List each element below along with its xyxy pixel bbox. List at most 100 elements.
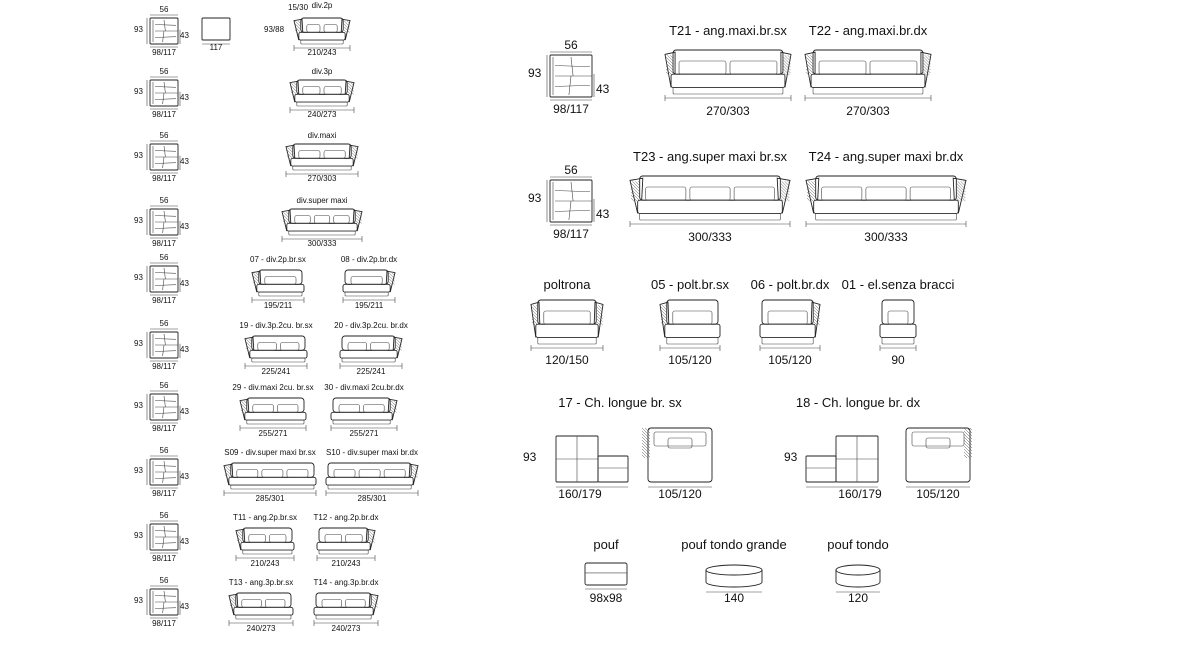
corner-row2-item-1 (629, 175, 791, 227)
height-pair: 93/88 (264, 25, 285, 34)
dimension-depth: 56 (159, 196, 169, 205)
module-title: T13 - ang.3p.br.sx (228, 578, 294, 587)
module-title: div.super maxi (296, 196, 348, 205)
module-width: 240/273 (246, 624, 276, 633)
module-title: 18 - Ch. longue br. dx (795, 395, 921, 410)
armchair-4 (879, 299, 917, 351)
dimension-depth: 56 (159, 511, 169, 520)
dimension-height: 93 (134, 25, 143, 34)
module-width: 300/333 (307, 239, 337, 248)
pouf-title: pouf tondo grande (681, 537, 787, 552)
corner-row1-item-2 (804, 49, 932, 101)
module-width: 240/273 (307, 110, 337, 119)
dimension-seat: 43 (180, 93, 189, 102)
dimension-depth-range: 98/117 (152, 424, 176, 433)
armchair-2 (659, 299, 721, 351)
module-title: 05 - polt.br.sx (650, 277, 730, 292)
dimension-seat: 43 (180, 407, 189, 416)
pouf-square (584, 562, 628, 590)
dimension-depth-range: 98/117 (152, 239, 176, 248)
dimension-depth-range: 98/117 (152, 174, 176, 183)
arm-dimension: 15/30 (288, 3, 309, 12)
pouf-round-large (705, 564, 763, 593)
pouf-round (835, 564, 881, 593)
dimension-depth: 56 (159, 5, 169, 14)
left-row-9 (146, 520, 376, 561)
module-width: 300/333 (688, 230, 732, 244)
module-width: 210/243 (331, 559, 361, 568)
module-width: 270/303 (706, 104, 750, 118)
module-width: 270/303 (307, 174, 337, 183)
module-title: 08 - div.2p.br.dx (340, 255, 398, 264)
module-title: T22 - ang.maxi.br.dx (808, 23, 928, 38)
module-title: 01 - el.senza bracci (841, 277, 955, 292)
dimension-height: 93 (134, 466, 143, 475)
left-row-1 (146, 14, 351, 51)
left-first-row-extras (201, 17, 231, 45)
dimension-seat: 43 (180, 345, 189, 354)
module-title: 19 - div.3p.2cu. br.sx (239, 321, 313, 330)
dimension-height: 93 (134, 273, 143, 282)
dimension-seat: 43 (596, 207, 610, 221)
dimension-depth-range: 98/117 (152, 554, 176, 563)
dimension-seat: 43 (180, 279, 189, 288)
module-title: T12 - ang.2p.br.dx (313, 513, 379, 522)
module-title: T23 - ang.super maxi br.sx (633, 149, 787, 164)
armchair-1 (530, 299, 604, 351)
chaise-longue-1 (555, 427, 713, 488)
dimension-depth-range: 98/117 (553, 102, 589, 116)
module-width: 120/150 (545, 353, 589, 367)
module-width: 270/303 (846, 104, 890, 118)
module-width: 285/301 (255, 494, 285, 503)
side-width: 160/179 (558, 487, 602, 501)
dimension-height: 93 (528, 66, 542, 80)
module-width: 285/301 (357, 494, 387, 503)
dimension-seat: 43 (180, 157, 189, 166)
left-row-3 (146, 140, 359, 177)
module-title: T11 - ang.2p.br.sx (233, 513, 297, 522)
module-width: 105/120 (668, 353, 712, 367)
left-row-6 (146, 328, 403, 369)
module-title: T24 - ang.super maxi br.dx (808, 149, 964, 164)
left-row-5 (146, 262, 396, 303)
side-width: 160/179 (838, 487, 882, 501)
dimension-seat: 43 (180, 222, 189, 231)
module-width: 240/273 (331, 624, 361, 633)
module-title: div.2p (311, 1, 333, 10)
dimension-depth: 56 (159, 381, 169, 390)
right-side-view-1 (546, 51, 595, 101)
left-row-8 (146, 455, 419, 496)
module-width: 90 (891, 353, 905, 367)
module-width: 105/120 (768, 353, 812, 367)
module-title: S09 - div.super maxi br.sx (224, 448, 316, 457)
module-title: 29 - div.maxi 2cu. br.sx (232, 383, 314, 392)
module-width: 255/271 (349, 429, 379, 438)
dimension-height: 93 (134, 151, 143, 160)
pouf-size: 98x98 (589, 591, 623, 605)
armchair-3 (759, 299, 821, 351)
corner-row1-item-1 (664, 49, 792, 101)
dimension-height: 93 (134, 87, 143, 96)
left-row-10 (146, 585, 379, 626)
dimension-height: 93 (134, 339, 143, 348)
dimension-depth-range: 98/117 (152, 619, 176, 628)
left-row-4 (146, 205, 363, 242)
module-title: poltrona (543, 277, 591, 292)
left-row-7 (146, 390, 398, 431)
dimension-seat: 43 (180, 31, 189, 40)
corner-row2-item-2 (805, 175, 967, 227)
dimension-height: 93 (523, 450, 537, 464)
module-title: div.maxi (307, 131, 337, 140)
dimension-seat: 43 (596, 82, 610, 96)
module-width: 225/241 (356, 367, 386, 376)
module-width: 210/243 (250, 559, 280, 568)
dimension-height: 93 (784, 450, 798, 464)
module-title: T14 - ang.3p.br.dx (313, 578, 379, 587)
top-width: 105/120 (916, 487, 960, 501)
module-title: 06 - polt.br.dx (750, 277, 830, 292)
dimension-depth: 56 (159, 576, 169, 585)
module-width: 195/211 (354, 301, 384, 310)
pouf-size: 120 (847, 591, 869, 605)
module-title: T21 - ang.maxi.br.sx (669, 23, 787, 38)
right-side-view-2 (546, 176, 595, 226)
